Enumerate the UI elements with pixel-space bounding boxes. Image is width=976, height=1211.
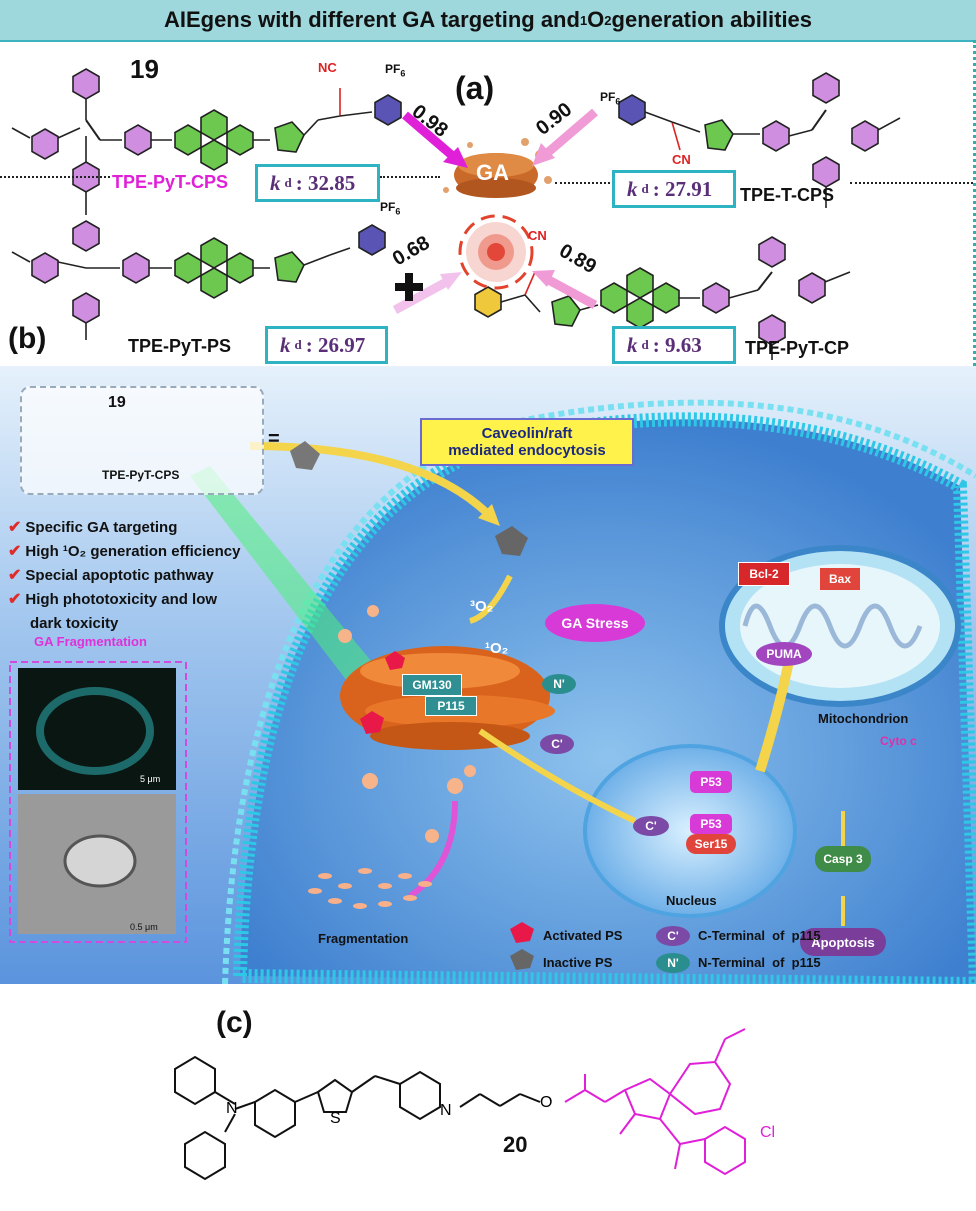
inset-name: TPE-PyT-CPS [102,468,180,482]
p53-lower: P53 [690,814,732,834]
inset-number: 19 [108,394,126,411]
cn-label-br: CN [528,228,547,243]
title-tail: generation abilities [611,7,813,32]
bullet-3: ✔Special apoptotic pathway [8,567,214,584]
fragmentation-caption: Fragmentation [318,931,409,946]
panel-a-label: (a) [455,70,495,106]
atom-n-plus: N [440,1102,452,1119]
cross-icon [395,273,423,301]
divider-left [0,176,110,178]
bcl2-tag: Bcl-2 [738,562,790,586]
arrow-0-89 [532,270,598,309]
gm130-tag: GM130 [402,674,462,696]
c-prime-nucleus: C' [633,816,669,836]
atom-n-amine: N [226,1100,238,1117]
panel-a: 19 (a) GA 0.98 0.90 0.68 0.89 NC CN CN P… [0,40,976,366]
legend-n-badge: N' [656,953,690,973]
ga-stress-badge: GA Stress [545,604,645,642]
tpe-t-cps-name: TPE-T-CPS [740,185,835,205]
activated-ps-icon [360,711,384,734]
feature-bullets: ✔Specific GA targeting ✔High ¹O₂ generat… [8,516,240,636]
compound-19-label: 19 [130,54,159,84]
p53-upper: P53 [690,771,732,793]
singlet-oxygen-label: ¹O₂ [485,640,509,657]
ga-fragmentation-label: GA Fragmentation [34,634,147,649]
puma-tag: PUMA [756,642,812,666]
title-sup: 1 [579,12,588,28]
mitochondrion-caption: Mitochondrion [818,711,909,726]
endocytosis-box: Caveolin/raft mediated endocytosis [420,418,634,466]
bullet-2: ✔High ¹O₂ generation efficiency [8,543,241,560]
title-sub: 2 [604,12,612,28]
equals-sign: = [268,428,280,450]
bullet-4: ✔High phototoxicity and low [8,591,218,608]
bullet-1: ✔Specific GA targeting [8,519,178,536]
legend-cterm: C-Terminal of p115 [698,928,821,943]
divider-left-2 [380,176,440,178]
c-prime-badge: C' [540,734,574,754]
inactive-ps-icon [290,441,320,470]
compound-19-inset: 19 TPE-PyT-CPS [20,386,264,495]
figure-title: AIEgens with different GA targeting and … [0,0,976,42]
scale-bar-2: 0.5 μm [130,922,158,932]
panel-b: 19 TPE-PyT-CPS = Caveolin/raft mediated … [0,366,976,984]
tpe-t-cps-structure [618,72,901,208]
panel-c: (c) 20 N S N O Cl [0,984,976,1211]
legend-activated: Activated PS [543,928,623,943]
arrow-0-90 [532,108,598,166]
bullet-5: dark toxicity [30,615,119,632]
panel-b-cell-illustration [9,399,976,984]
tpe-pyt-cps-name: TPE-PyT-CPS [112,172,229,192]
tpe-pyt-ps-name: TPE-PyT-PS [128,336,232,356]
cyto-c-label: Cyto c [880,734,917,748]
bax-tag: Bax [820,568,860,590]
tpe-pyt-cps-structure [11,68,402,215]
pf6-label-1: PF6 [385,62,406,79]
divider-right [555,182,610,184]
nc-label: NC [318,60,337,75]
panel-b-label: (b) [8,322,47,355]
pf6-label-3: PF6 [380,200,401,217]
nucleus-caption: Nucleus [666,893,717,908]
tpe-pyt-cp-name: TPE-PyT-CP [745,338,850,358]
title-o: O [587,7,605,32]
atom-cl: Cl [760,1124,776,1141]
triplet-oxygen-label: ³O₂ [470,598,494,615]
n-prime-badge: N' [542,674,576,694]
arrow-0-98 [402,111,468,168]
divider-right-2 [850,182,973,184]
legend-inactive: Inactive PS [543,955,613,970]
ser15-tag: Ser15 [686,834,736,854]
legend-c-badge: C' [656,926,690,946]
atom-o: O [540,1094,553,1111]
tpe-pyt-cp-structure [474,236,851,360]
atom-s: S [330,1110,341,1127]
fragmentation-pieces [308,868,432,909]
compound-20-structure [174,1028,746,1181]
title-main: AIEgens with different GA targeting and [163,7,580,32]
arrow-0-68 [392,272,462,314]
panel-c-label: (c) [216,1006,253,1039]
compound-20-label: 20 [503,1132,528,1157]
legend-nterm: N-Terminal of p115 [698,955,821,970]
casp3-tag: Casp 3 [815,846,871,872]
tpe-pyt-ps-structure [11,220,386,340]
ga-label: GA [476,160,509,185]
apoptosis-tag: Apoptosis [800,928,886,956]
golgi-apparatus-icon [443,138,552,290]
pf6-label-2: PF6 [600,90,621,107]
panel-a-structures [11,68,901,360]
cn-label-tr: CN [672,152,691,167]
p115-tag: P115 [425,696,477,716]
scale-bar-1: 5 μm [140,774,161,784]
